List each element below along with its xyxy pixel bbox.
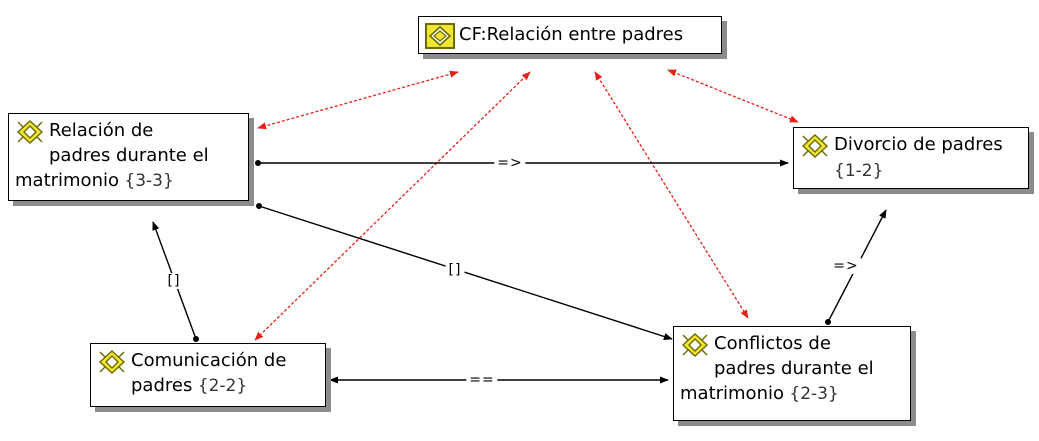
edge-cf-com[interactable]	[254, 71, 531, 341]
edge-rel-div-origin-dot	[255, 160, 261, 166]
edge-con-div-origin-dot	[825, 319, 831, 325]
node-conflictos-padres-matrimonio[interactable]: Conflictos de padres durante el matrimon…	[673, 326, 911, 421]
edge-label-com-rel: []	[164, 273, 184, 289]
code-icon	[16, 120, 44, 144]
node-relacion-padres-matrimonio[interactable]: Relación de padres durante el matrimonio…	[8, 113, 249, 201]
edge-label-con-div: =>	[830, 258, 862, 274]
node-comunicacion-de-padres[interactable]: Comunicación de padres {2-2}	[90, 343, 326, 407]
node-divorcio-de-padres[interactable]: Divorcio de padres {1-2}	[793, 127, 1029, 189]
grounding-count: {1-2}	[834, 161, 884, 181]
node-label: Conflictos de padres durante el matrimon…	[680, 333, 874, 404]
code-icon	[801, 134, 829, 158]
node-label: Divorcio de padres {1-2}	[834, 134, 1003, 181]
node-cf-relacion-entre-padres[interactable]: CF:Relación entre padres	[418, 16, 722, 54]
node-label: CF:Relación entre padres	[459, 24, 684, 45]
edge-label-com-con: ==	[466, 372, 498, 388]
node-label: Comunicación de padres {2-2}	[131, 350, 287, 396]
grounding-count: {2-2}	[192, 376, 248, 396]
edge-label-rel-div: =>	[494, 155, 526, 171]
node-label: Relación de padres durante el matrimonio…	[15, 120, 209, 191]
code-icon	[681, 333, 709, 357]
edge-rel-con[interactable]	[258, 205, 673, 340]
edge-cf-div[interactable]	[667, 69, 799, 123]
grounding-count: {2-3}	[784, 384, 839, 404]
code-icon	[98, 350, 126, 374]
code-family-icon	[425, 23, 455, 49]
edge-rel-con-origin-dot	[256, 203, 262, 209]
edge-cf-con[interactable]	[594, 71, 749, 319]
edge-label-rel-con: []	[445, 262, 465, 278]
edge-cf-rel[interactable]	[257, 70, 459, 130]
edge-com-rel-origin-dot	[193, 336, 199, 342]
grounding-count: {3-3}	[119, 171, 174, 191]
